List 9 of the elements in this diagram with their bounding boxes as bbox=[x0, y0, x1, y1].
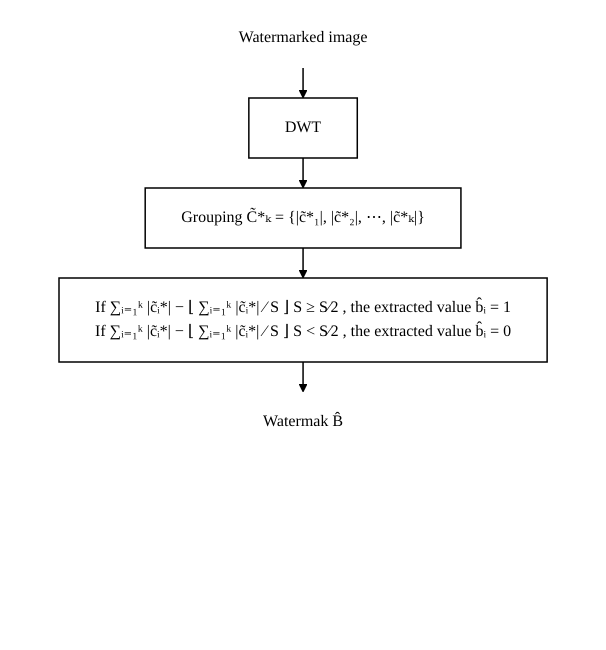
node-box: If ∑ᵢ₌₁ᵏ |c̃ᵢ*| − ⌊ ∑ᵢ₌₁ᵏ |c̃ᵢ*| ⁄ S ⌋ S ≥ S⁄2 , the extracted value b̂ᵢ = 1 If ∑ᵢ₌₁ᵏ |c̃ᵢ*| − ⌊ ∑ᵢ₌₁ᵏ |c̃ᵢ*| ⁄ S ⌋ S < S⁄2 , the extracted value b̂ᵢ = 0 bbox=[58, 277, 548, 363]
node-text: Watermak B̂ bbox=[262, 413, 344, 430]
node-text: Watermarked image bbox=[238, 29, 368, 46]
arrow bbox=[298, 158, 308, 188]
arrow bbox=[298, 248, 308, 278]
arrow bbox=[298, 68, 308, 98]
node-box: Grouping C̃*ₖ = {|c̃*₁|, |c̃*₂|, ⋯, |c̃*ₖ|} bbox=[144, 187, 462, 249]
arrow bbox=[298, 362, 308, 392]
node-box: DWT bbox=[248, 97, 358, 159]
